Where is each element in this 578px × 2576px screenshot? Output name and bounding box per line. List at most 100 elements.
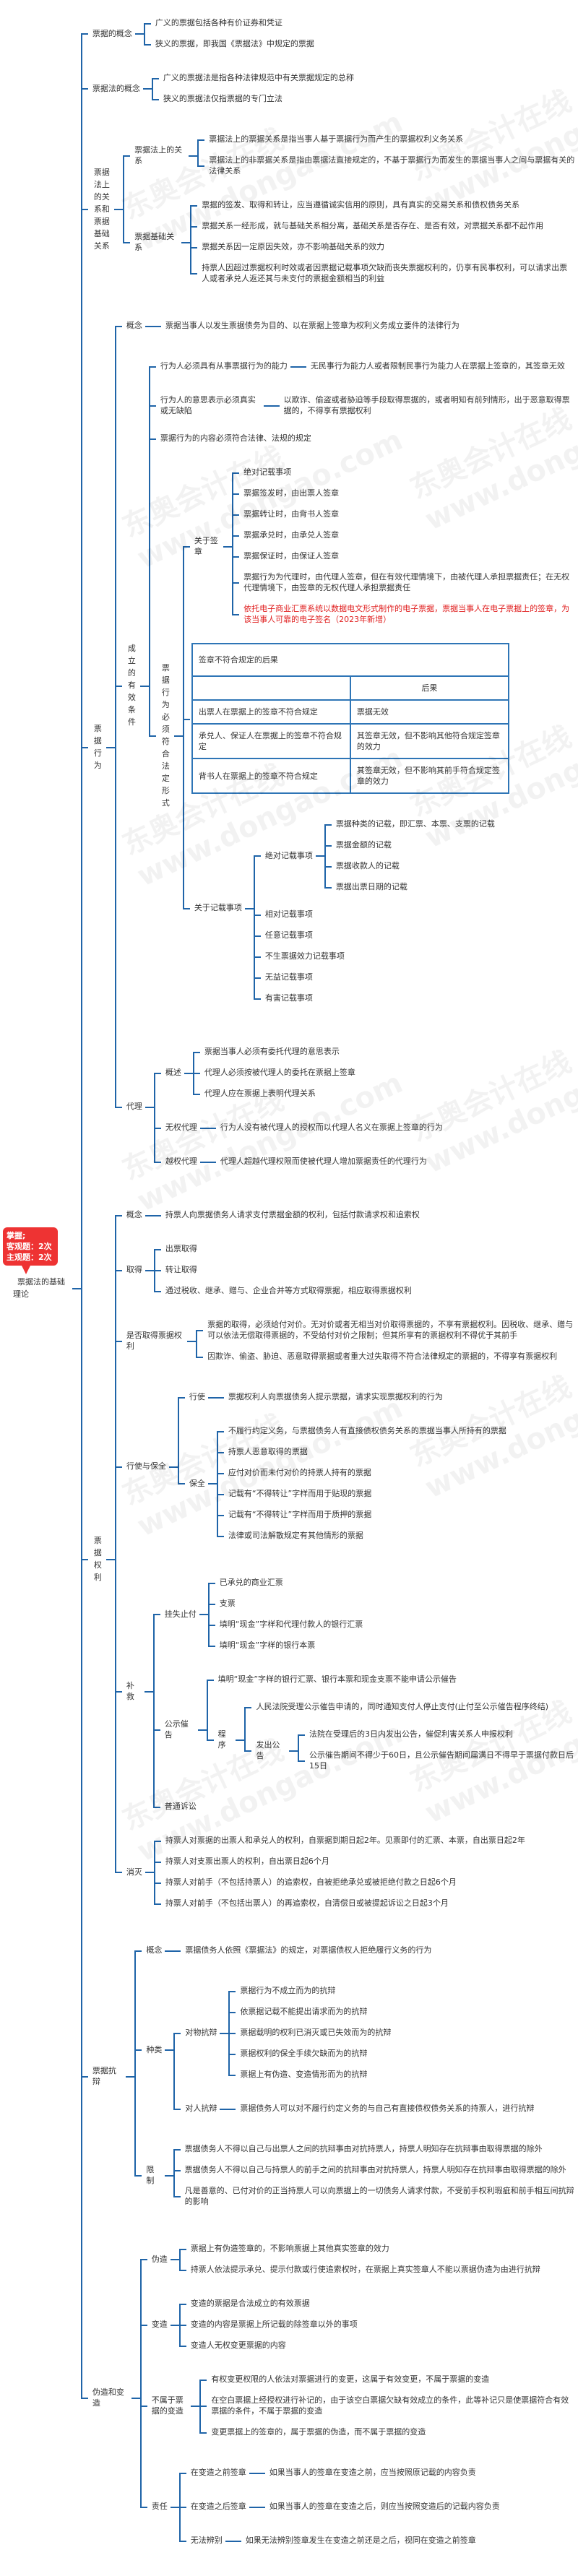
leaf-topic: 任意记载事项 bbox=[262, 928, 316, 942]
topic-label: 填明“现金”字样的银行汇票、银行本票和现金支票不能申请公示催告 bbox=[217, 1674, 457, 1684]
table-cell: 出票人在票据上的签章不符合规定 bbox=[191, 699, 351, 725]
topic-label: 记载有“不得转让”字样而用于质押的票据 bbox=[228, 1510, 372, 1519]
leaf-topic: 票据行为的内容必须符合法律、法规的规定 bbox=[158, 431, 314, 445]
child-connector-group: 法院在受理后的3日内发出公告，催促利害关系人申报权利公示催告期间不得少于60日，… bbox=[289, 1724, 578, 1776]
topic-label: 在变造之后签章 bbox=[190, 2502, 246, 2511]
topic-label: 票据行为必须符合法定形式 bbox=[161, 662, 170, 808]
topic-label: 持票人对票据的出票人和承兑人的权利，自票据到期日起2年。见票即付的汇票、本票，自… bbox=[165, 1836, 525, 1845]
child-branch: 票据种类的记载，即汇票、本票、支票的记载 bbox=[324, 813, 498, 834]
branch-topic: 票据抗辩概念票据债务人依照《票据法》的规定，对票据债权人拒绝履行义务的行为种类对… bbox=[90, 1933, 578, 2218]
child-branch: 发出公告法院在受理后的3日内发出公告，催促利害关系人申报权利公示催告期间不得少于… bbox=[244, 1717, 578, 1783]
topic-label: 有害记载事项 bbox=[264, 993, 313, 1003]
topic-label: 变造人无权变更票据的内容 bbox=[190, 2341, 286, 2350]
child-branch: 票据的取得，必须给付对价。无对价或者无相当对价取得票据的，不享有票据权利。因税收… bbox=[196, 1314, 578, 1346]
child-branch: 种类对物抗辩票据行为不成立而为的抗辩依票据记载不能提出请求而为的抗辩票据载明的权… bbox=[134, 1967, 578, 2132]
topic-label: 行为人没有被代理人的授权而以代理人名义在票据上签章的行为 bbox=[220, 1123, 443, 1132]
child-branch: 代理人应在票据上表明代理关系 bbox=[192, 1083, 358, 1104]
topic-label: 通过税收、继承、赠与、企业合并等方式取得票据，相应取得票据权利 bbox=[165, 1286, 412, 1295]
child-connector-group: 填明“现金”字样的银行汇票、银行本票和现金支票不能申请公示催告程序人民法院受理公… bbox=[197, 1669, 578, 1789]
branch-topic: 在变造之后签章 如果当事人的签章在变造之后，则应当按照变造后的记载内容负责 bbox=[188, 2496, 503, 2517]
branch-topic: 变造变造的票据是合法成立的有效票据变造的内容是票据上所记载的除签章以外的事项变造… bbox=[149, 2293, 361, 2356]
child-connector-group: 变造的票据是合法成立的有效票据变造的内容是票据上所记载的除签章以外的事项变造人无… bbox=[170, 2293, 361, 2356]
topic-label: 持票人恶意取得的票据 bbox=[228, 1447, 308, 1456]
topic-label: 无民事行为能力人或者限制民事行为能力人在票据上签章的，其签章无效 bbox=[310, 361, 565, 371]
child-branch: 持票人对票据的出票人和承兑人的权利，自票据到期日起2年。见票即付的汇票、本票，自… bbox=[153, 1830, 528, 1851]
child-connector-group: 票据当事人以发生票据债务为目的、以在票据上签章为权利义务成立要件的法律行为 bbox=[144, 315, 462, 336]
topic-label: 绝对记载事项 bbox=[243, 467, 292, 477]
leaf-topic: 填明“现金”字样和代理付款人的银行汇票 bbox=[217, 1617, 366, 1631]
branch-topic: 概念票据当事人以发生票据债务为目的、以在票据上签章为权利义务成立要件的法律行为 bbox=[124, 315, 462, 336]
leaf-topic: 票据出票日期的记载 bbox=[333, 880, 410, 894]
branch-topic: 对人抗辩票据债务人可以对不履行约定义务的与自己有直接债权债务关系的持票人，进行抗… bbox=[182, 2098, 537, 2119]
branch-topic: 是否取得票据权利票据的取得，必须给付对价。无对价或者无相当对价取得票据的，不享有… bbox=[124, 1314, 578, 1367]
child-branch: 票据行为必须符合法定形式关于签章绝对记载事项票据签发时，由出票人签章票据转让时，… bbox=[148, 449, 578, 1021]
topic-label: 无益记载事项 bbox=[264, 972, 313, 982]
child-branch: 票据行为为代理时，由代理人签章，但在有效代理情境下，由被代理人承担票据责任；在无… bbox=[232, 566, 578, 598]
topic-label: 消灭 bbox=[126, 1867, 142, 1877]
child-connector-group: 广义的票据包括各种有价证券和凭证狭义的票据，即我国《票据法》中规定的票据 bbox=[134, 12, 317, 54]
table-header-cell bbox=[191, 675, 351, 701]
topic-label: 票据法的概念 bbox=[92, 83, 140, 93]
child-branch: 无益记载事项 bbox=[253, 967, 498, 987]
topic-label: 责任 bbox=[151, 2502, 168, 2511]
child-branch: 票据法的概念广义的票据法是指各种法律规范中有关票据规定的总称狭义的票据法仅指票据… bbox=[80, 61, 578, 116]
topic-label: 票据上有伪造、变造情形而为的抗辩 bbox=[240, 2070, 368, 2079]
branch-topic: 票据法上的关系票据法上的票据关系是指当事人基于票据行为而产生的票据权利义务关系票… bbox=[131, 129, 578, 181]
leaf-topic: 出票取得 bbox=[163, 1242, 200, 1255]
topic-label: 票据债务人依照《票据法》的规定，对票据债权人拒绝履行义务的行为 bbox=[185, 1945, 432, 1955]
child-branch: 如果当事人的签章在变造之后，则应当按照变造后的记载内容负责 bbox=[257, 2496, 503, 2517]
branch-topic: 绝对记载事项票据种类的记载，即汇票、本票、支票的记载票据金额的记载票据收款人的记… bbox=[262, 813, 498, 897]
leaf-topic: 票据法上的票据关系是指当事人基于票据行为而产生的票据权利义务关系 bbox=[206, 132, 466, 146]
child-connector-group: 票据的概念广义的票据包括各种有价证券和凭证狭义的票据，即我国《票据法》中规定的票… bbox=[72, 6, 578, 2570]
leaf-topic: 无民事行为能力人或者限制民事行为能力人在票据上签章的，其签章无效 bbox=[308, 359, 568, 373]
table-header-cell: 后果 bbox=[349, 675, 509, 701]
child-branch: 绝对记载事项 bbox=[232, 462, 578, 483]
child-branch: 无法辨别如果无法辨别签章发生在变造之前还是之后，视同在变造之前签章 bbox=[178, 2523, 503, 2557]
topic-label: 票据关系因一定原因失效，亦不影响基础关系的效力 bbox=[202, 242, 385, 251]
child-connector-group: 如果当事人的签章在变造之后，则应当按照变造后的记载内容负责 bbox=[249, 2496, 503, 2517]
topic-label: 成立的有效条件 bbox=[127, 644, 136, 727]
child-branch: 代理概述票据当事人必须有委托代理的意思表示代理人必须按被代理人的委托在票据上签章… bbox=[114, 1028, 578, 1185]
leaf-topic: 票据承兑时，由承兑人签章 bbox=[241, 528, 342, 542]
badge-line: 客观题：2次 bbox=[7, 1242, 52, 1251]
topic-label: 代理人必须按被代理人的委托在票据上签章 bbox=[204, 1068, 355, 1077]
leaf-topic: 票据的签发、取得和转让，应当遵循诚实信用的原则，具有真实的交易关系和债权债务关系 bbox=[199, 198, 522, 212]
topic-label: 关于签章 bbox=[194, 535, 218, 556]
child-branch: 票据债务人依照《票据法》的规定，对票据债权人拒绝履行义务的行为 bbox=[173, 1940, 434, 1961]
topic-label: 出票取得 bbox=[165, 1244, 197, 1253]
leaf-topic: 狭义的票据法仅指票据的专门立法 bbox=[160, 92, 285, 105]
branch-topic: 票据的概念广义的票据包括各种有价证券和凭证狭义的票据，即我国《票据法》中规定的票… bbox=[90, 12, 317, 54]
branch-topic: 票据法的概念广义的票据法是指各种法律规范中有关票据规定的总称狭义的票据法仅指票据… bbox=[90, 67, 357, 109]
child-branch: 行为人没有被代理人的授权而以代理人名义在票据上签章的行为 bbox=[208, 1117, 446, 1138]
child-connector-group: 出票取得转让取得通过税收、继承、赠与、企业合并等方式取得票据，相应取得票据权利 bbox=[144, 1238, 415, 1301]
branch-topic: 行使与保全行使票据权利人向票据债务人提示票据，请求实现票据权利的行为保全不履行约… bbox=[124, 1380, 509, 1552]
child-branch: 依托电子商业汇票系统以数据电文形式制作的电子票据，票据当事人在电子票据上的签章，… bbox=[232, 598, 578, 630]
child-branch: 变更票据上的签章的，属于票据的伪造，而不属于票据的变造 bbox=[199, 2421, 578, 2442]
leaf-topic: 支票 bbox=[217, 1596, 238, 1610]
topic-label: 保全 bbox=[189, 1478, 205, 1488]
child-branch: 是否取得票据权利票据的取得，必须给付对价。无对价或者无相当对价取得票据的，不享有… bbox=[114, 1308, 578, 1373]
topic-label: 票据行为的内容必须符合法律、法规的规定 bbox=[160, 433, 311, 443]
child-branch: 票据关系因一定原因失效，亦不影响基础关系的效力 bbox=[190, 236, 578, 257]
leaf-topic: 普通诉讼 bbox=[162, 1799, 199, 1813]
child-connector-group: 对物抗辩票据行为不成立而为的抗辩依票据记载不能提出请求而为的抗辩票据载明的权利已… bbox=[165, 1974, 537, 2125]
child-branch: 票据行为不成立而为的抗辩 bbox=[228, 1980, 394, 2001]
child-branch: 票据上有伪造签章的，不影响票据上其他真实签章的效力 bbox=[178, 2238, 543, 2259]
topic-label: 票据法上的非票据关系是指由票据法直接规定的，不基于票据行为而发生的票据当事人之间… bbox=[209, 155, 575, 176]
topic-label: 变造的票据是合法成立的有效票据 bbox=[190, 2299, 310, 2308]
topic-label: 越权代理 bbox=[165, 1157, 197, 1166]
child-branch: 依票据记载不能提出请求而为的抗辩 bbox=[228, 2001, 394, 2022]
branch-topic: 票据行为概念票据当事人以发生票据债务为目的、以在票据上签章为权利义务成立要件的法… bbox=[90, 308, 578, 1185]
leaf-topic: 票据种类的记载，即汇票、本票、支票的记载 bbox=[333, 817, 498, 831]
topic-label: 持票人依法提示承兑、提示付款或行使追索权时，在票据上真实签章人不能以票据伪造为由… bbox=[190, 2265, 540, 2274]
topic-label: 限制 bbox=[146, 2165, 155, 2185]
leaf-topic: 在空白票据上经授权进行补记的，由于该空白票据欠缺有效成立的条件，此等补记只是使票… bbox=[208, 2393, 578, 2418]
child-branch: 票据的签发、取得和转让，应当遵循诚实信用的原则，具有真实的交易关系和债权债务关系 bbox=[190, 194, 578, 215]
topic-label: 不履行约定义务，与票据债务人有直接债权债务关系的票据当事人所持有的票据 bbox=[228, 1426, 506, 1435]
child-branch: 保全 不履行约定义务，与票据债务人有直接债权债务关系的票据当事人所持有的票据持票人… bbox=[177, 1414, 509, 1552]
child-branch: 对人抗辩票据债务人可以对不履行约定义务的与自己有直接债权债务关系的持票人，进行抗… bbox=[173, 2091, 537, 2125]
branch-topic: 概念票据债务人依照《票据法》的规定，对票据债权人拒绝履行义务的行为 bbox=[143, 1940, 434, 1961]
leaf-topic: 公示催告期间不得少于60日，且公示催告期间届满日不得早于票据付款日后15日 bbox=[306, 1748, 578, 1773]
child-connector-group: 票据债务人可以对不履行约定义务的与自己有直接债权债务关系的持票人，进行抗辩 bbox=[220, 2098, 537, 2119]
child-branch: 在空白票据上经授权进行补记的，由于该空白票据欠缺有效成立的条件，此等补记只是使票… bbox=[199, 2390, 578, 2421]
